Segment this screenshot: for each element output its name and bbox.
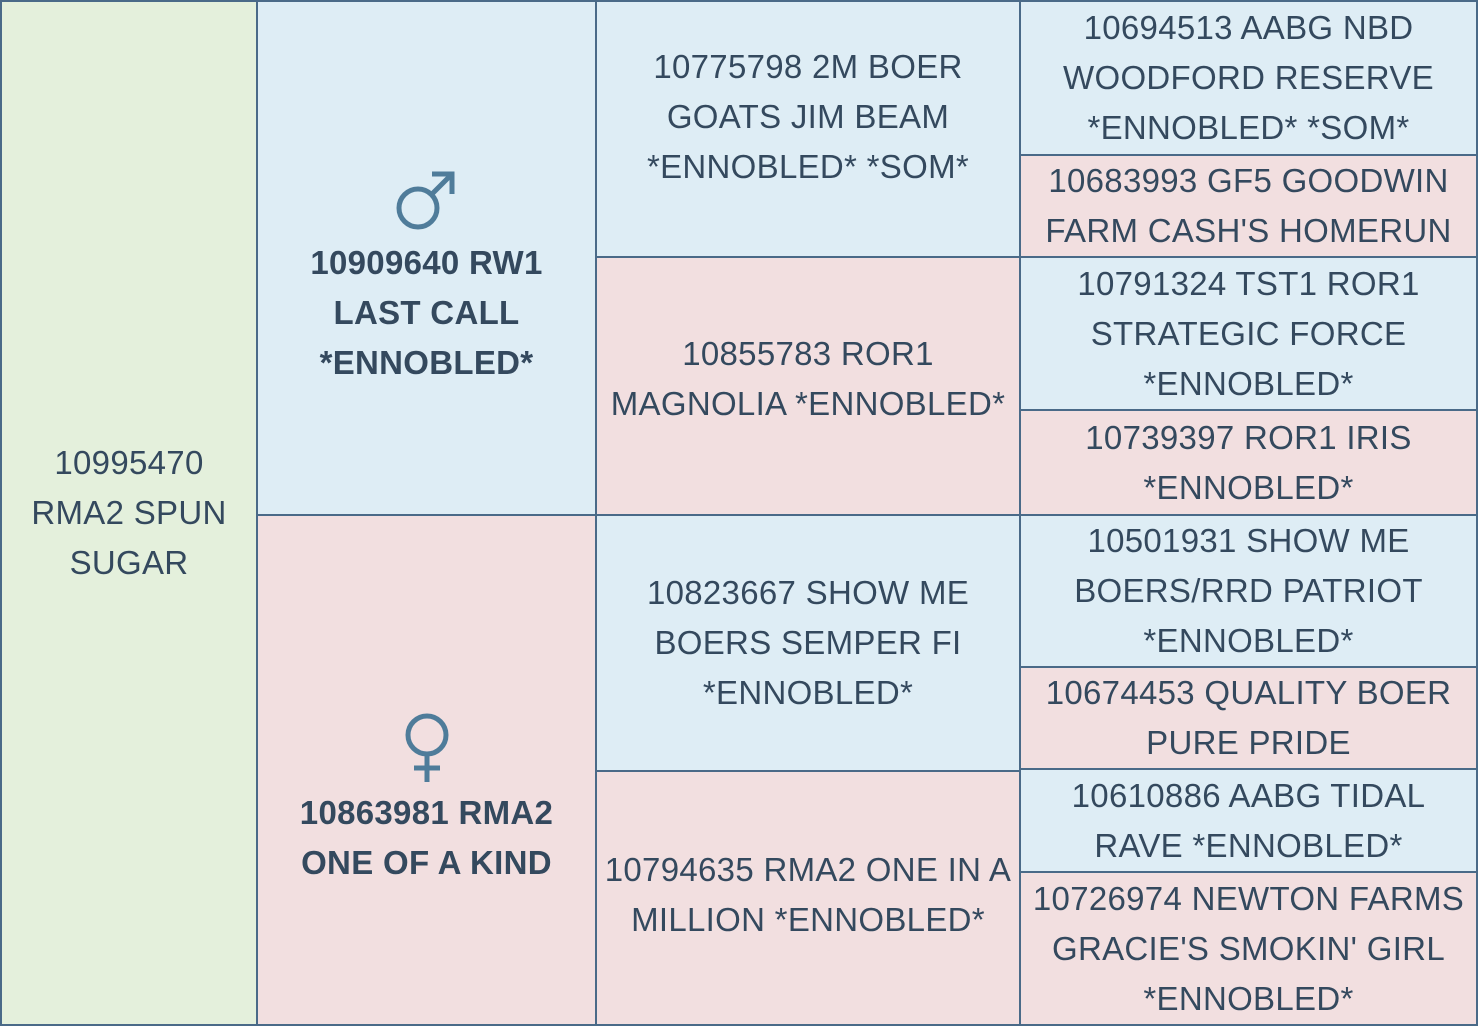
subject-name: 10995470 RMA2 SPUN SUGAR xyxy=(31,444,227,581)
sire-cell: 10909640 RW1 LAST CALL *ENNOBLED* xyxy=(256,0,597,516)
great-grandparent-name-6: 10674453 QUALITY BOER PURE PRIDE xyxy=(1045,674,1452,761)
great-grandparent-cell-6: 10674453 QUALITY BOER PURE PRIDE xyxy=(1019,666,1478,770)
dam-sire-name: 10823667 SHOW ME BOERS SEMPER FI *ENNOBL… xyxy=(646,574,970,711)
great-grandparent-name-3: 10791324 TST1 ROR1 STRATEGIC FORCE *ENNO… xyxy=(1077,264,1420,402)
sire-dam-cell: 10855783 ROR1 MAGNOLIA *ENNOBLED* xyxy=(595,256,1021,516)
great-grandparent-cell-2: 10683993 GF5 GOODWIN FARM CASH'S HOMERUN xyxy=(1019,154,1478,258)
great-grandparent-name-2: 10683993 GF5 GOODWIN FARM CASH'S HOMERUN xyxy=(1045,162,1452,249)
great-grandparent-cell-3: 10791324 TST1 ROR1 STRATEGIC FORCE *ENNO… xyxy=(1019,256,1478,411)
sire-dam-name: 10855783 ROR1 MAGNOLIA *ENNOBLED* xyxy=(610,335,1006,422)
dam-dam-name: 10794635 RMA2 ONE IN A MILLION *ENNOBLED… xyxy=(604,851,1012,938)
great-grandparent-cell-4: 10739397 ROR1 IRIS *ENNOBLED* xyxy=(1019,409,1478,516)
subject-cell: 10995470 RMA2 SPUN SUGAR xyxy=(0,0,258,1026)
great-grandparent-name-4: 10739397 ROR1 IRIS *ENNOBLED* xyxy=(1085,418,1412,506)
great-grandparent-cell-8: 10726974 NEWTON FARMS GRACIE'S SMOKIN' G… xyxy=(1019,871,1478,1026)
great-grandparent-cell-7: 10610886 AABG TIDAL RAVE *ENNOBLED* xyxy=(1019,768,1478,873)
great-grandparent-name-1: 10694513 AABG NBD WOODFORD RESERVE *ENNO… xyxy=(1063,9,1434,146)
sire-name: 10909640 RW1 LAST CALL *ENNOBLED* xyxy=(310,244,543,381)
great-grandparent-cell-5: 10501931 SHOW ME BOERS/RRD PATRIOT *ENNO… xyxy=(1019,514,1478,668)
dam-cell: 10863981 RMA2 ONE OF A KIND xyxy=(256,514,597,1026)
dam-dam-cell: 10794635 RMA2 ONE IN A MILLION *ENNOBLED… xyxy=(595,770,1021,1026)
great-grandparent-name-8: 10726974 NEWTON FARMS GRACIE'S SMOKIN' G… xyxy=(1032,879,1465,1017)
male-symbol-icon xyxy=(394,168,460,234)
great-grandparent-cell-1: 10694513 AABG NBD WOODFORD RESERVE *ENNO… xyxy=(1019,0,1478,156)
dam-name: 10863981 RMA2 ONE OF A KIND xyxy=(299,794,554,881)
great-grandparent-name-7: 10610886 AABG TIDAL RAVE *ENNOBLED* xyxy=(1071,776,1426,864)
sire-sire-name: 10775798 2M BOER GOATS JIM BEAM *ENNOBLE… xyxy=(646,48,970,185)
sire-sire-cell: 10775798 2M BOER GOATS JIM BEAM *ENNOBLE… xyxy=(595,0,1021,258)
female-symbol-icon xyxy=(402,712,452,784)
dam-sire-cell: 10823667 SHOW ME BOERS SEMPER FI *ENNOBL… xyxy=(595,514,1021,772)
great-grandparent-name-5: 10501931 SHOW ME BOERS/RRD PATRIOT *ENNO… xyxy=(1074,522,1423,659)
